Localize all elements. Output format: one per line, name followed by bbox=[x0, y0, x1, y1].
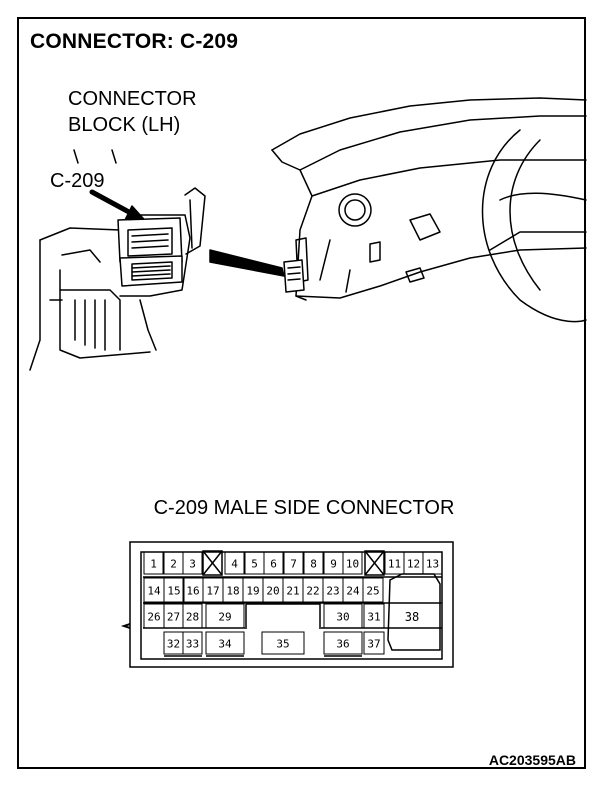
pin-label-10: 10 bbox=[346, 558, 359, 571]
pin-label-16: 16 bbox=[186, 585, 199, 598]
diagram-frame bbox=[17, 17, 586, 769]
pin-cell-13 bbox=[422, 551, 443, 575]
pin-label-37: 37 bbox=[367, 638, 380, 651]
pin-label-26: 26 bbox=[147, 611, 160, 624]
blocked-cavity-b bbox=[364, 550, 385, 576]
figure-code: AC203595AB bbox=[488, 752, 576, 768]
pin-label-1: 1 bbox=[150, 558, 157, 571]
pin-cell-34 bbox=[205, 631, 245, 655]
pin-cell-29 bbox=[205, 603, 245, 629]
pointer-wedge bbox=[209, 249, 285, 277]
pin-label-29: 29 bbox=[218, 611, 231, 624]
steering-wheel bbox=[481, 129, 587, 323]
pin-label-18: 18 bbox=[226, 585, 239, 598]
pin-label-17: 17 bbox=[206, 585, 219, 598]
pin-cell-31 bbox=[363, 603, 385, 629]
pin-cell-4 bbox=[224, 551, 245, 575]
pin-label-14: 14 bbox=[147, 585, 161, 598]
pin-label-34: 34 bbox=[218, 638, 232, 651]
pin-label-38: 38 bbox=[405, 610, 419, 624]
pin-label-15: 15 bbox=[167, 585, 180, 598]
pin-label-12: 12 bbox=[407, 558, 420, 571]
pin-cell-33 bbox=[182, 631, 203, 655]
pin-label-5: 5 bbox=[251, 558, 258, 571]
pin-cell-6 bbox=[263, 551, 284, 575]
pin-label-23: 23 bbox=[326, 585, 339, 598]
pin-label-6: 6 bbox=[270, 558, 277, 571]
pin-label-13: 13 bbox=[426, 558, 439, 571]
blocked-cavity-a-x bbox=[202, 550, 223, 576]
connector-block-label-line1: CONNECTOR bbox=[68, 88, 197, 110]
pin-label-11: 11 bbox=[388, 558, 401, 571]
pin-cell-7 bbox=[283, 551, 304, 575]
connector-outline bbox=[129, 541, 454, 668]
connector-title: C-209 MALE SIDE CONNECTOR bbox=[153, 497, 455, 519]
pin-cell-35 bbox=[261, 631, 305, 655]
page-title: CONNECTOR: C-209 bbox=[30, 30, 239, 53]
pin-label-4: 4 bbox=[231, 558, 238, 571]
pin-label-35: 35 bbox=[276, 638, 289, 651]
leader-ticks bbox=[73, 149, 117, 164]
wire-harness bbox=[184, 187, 206, 255]
pin-label-8: 8 bbox=[310, 558, 317, 571]
pin-cell-30 bbox=[323, 603, 363, 629]
blocked-cavity-a bbox=[202, 550, 223, 576]
connector-block-label-line2: BLOCK (LH) bbox=[68, 114, 181, 136]
pin-label-3: 3 bbox=[189, 558, 196, 571]
pin-label-30: 30 bbox=[336, 611, 349, 624]
pin-label-36: 36 bbox=[336, 638, 349, 651]
connector-callout: C-209 bbox=[50, 170, 105, 192]
pin-cell-28 bbox=[182, 603, 203, 629]
pin-label-19: 19 bbox=[246, 585, 259, 598]
pin-label-33: 33 bbox=[186, 638, 199, 651]
pin-label-2: 2 bbox=[170, 558, 177, 571]
pin-label-20: 20 bbox=[266, 585, 279, 598]
pin-label-21: 21 bbox=[286, 585, 299, 598]
pin-cell-15 bbox=[163, 577, 185, 603]
pin-label-27: 27 bbox=[167, 611, 180, 624]
pin-cell-8 bbox=[303, 551, 324, 575]
latch-mark bbox=[120, 623, 131, 629]
pin-label-24: 24 bbox=[346, 585, 360, 598]
pin-cell-36 bbox=[323, 631, 363, 655]
pin-label-28: 28 bbox=[186, 611, 199, 624]
pin-cell-37 bbox=[363, 631, 385, 655]
pin-cell-10 bbox=[342, 551, 363, 575]
pin-label-7: 7 bbox=[290, 558, 297, 571]
pin-label-31: 31 bbox=[367, 611, 380, 624]
dial-left bbox=[338, 193, 372, 227]
pin-label-25: 25 bbox=[366, 585, 379, 598]
connector-block-label: CONNECTOR BLOCK (LH) bbox=[68, 86, 197, 138]
pin-label-32: 32 bbox=[167, 638, 180, 651]
pin-cell-1 bbox=[143, 551, 164, 575]
dashboard-top bbox=[271, 97, 587, 151]
pin-cell-25 bbox=[362, 577, 384, 603]
pin-label-22: 22 bbox=[306, 585, 319, 598]
blocked-cavity-b-x bbox=[364, 550, 385, 576]
pin-cell-3 bbox=[182, 551, 203, 575]
pin-label-9: 9 bbox=[330, 558, 337, 571]
